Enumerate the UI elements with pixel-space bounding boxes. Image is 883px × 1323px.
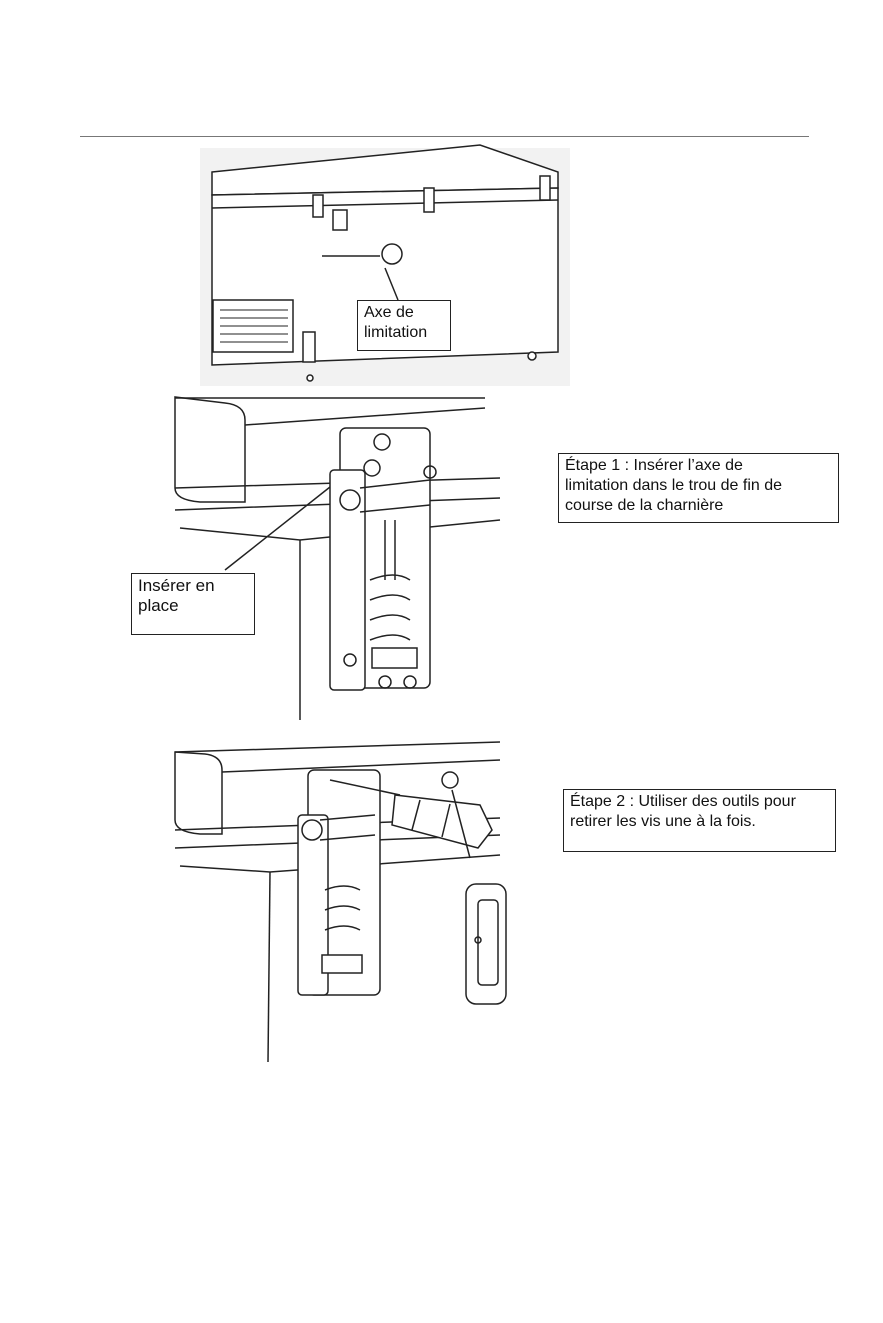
hinge-step1-drawing <box>175 397 500 720</box>
callout-line: Insérer en <box>138 576 248 596</box>
callout-line: place <box>138 596 248 616</box>
callout-line: limitation <box>364 323 444 343</box>
callout-line: Axe de <box>364 303 444 323</box>
callout-step-1: Étape 1 : Insérer l’axe de limitation da… <box>558 453 839 523</box>
callout-insert-in-place: Insérer en place <box>131 573 255 635</box>
callout-limit-axis: Axe de limitation <box>357 300 451 351</box>
callout-line: Étape 2 : Utiliser des outils pour <box>570 792 829 812</box>
callout-step-2: Étape 2 : Utiliser des outils pour retir… <box>563 789 836 852</box>
callout-line: course de la charnière <box>565 496 832 516</box>
callout-line: limitation dans le trou de fin de <box>565 476 832 496</box>
callout-line: retirer les vis une à la fois. <box>570 812 829 832</box>
hinge-step2-drawing <box>175 742 506 1062</box>
callout-line: Étape 1 : Insérer l’axe de <box>565 456 832 476</box>
